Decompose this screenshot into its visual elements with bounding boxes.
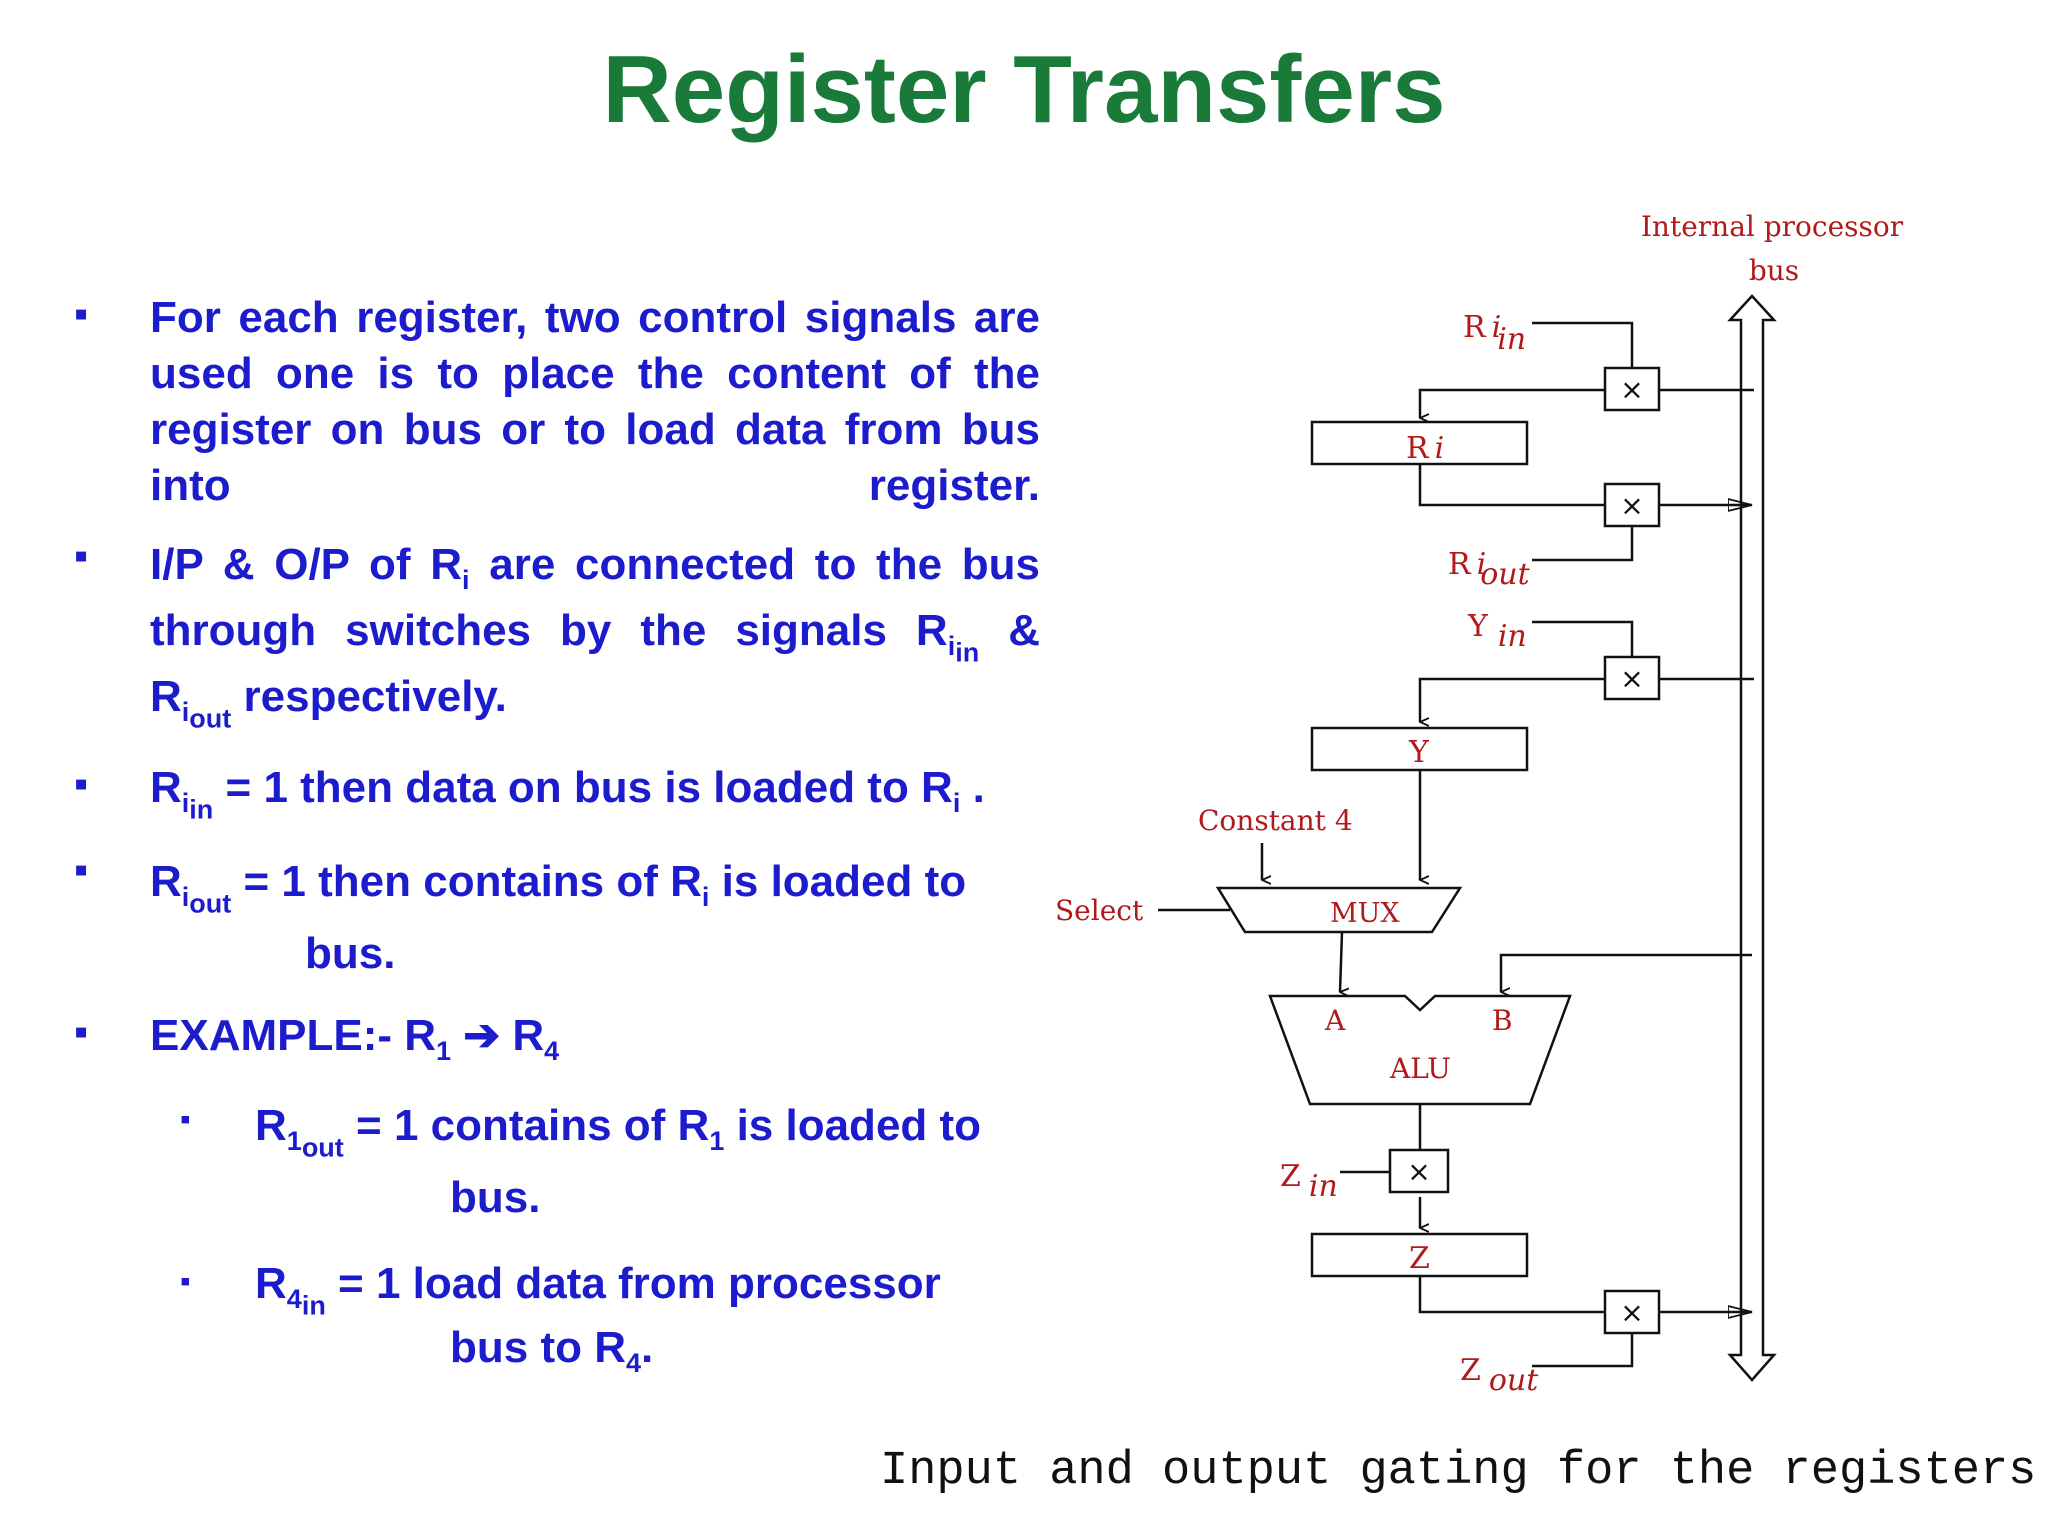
mux-label: MUX xyxy=(1330,898,1400,929)
switch-icon: × xyxy=(1407,1155,1430,1188)
switch-box xyxy=(1603,1289,1661,1335)
page-title: Register Transfers xyxy=(602,36,1446,143)
bullet-text: Riin = 1 then data on bus is loaded to R… xyxy=(150,763,985,825)
list-item: ▪ Riin = 1 then data on bus is loaded to… xyxy=(70,760,1040,825)
bullet-text: EXAMPLE:- R1 ➔ R4 xyxy=(150,1011,560,1066)
alu-b-label: B xyxy=(1492,1004,1513,1037)
bullet-icon: ▪ xyxy=(74,1010,89,1054)
list-item: ▪ R1out = 1 contains of R1 is loaded to … xyxy=(70,1090,1040,1234)
switch-box xyxy=(1603,482,1661,528)
switch-box xyxy=(1603,655,1661,701)
alu-a-label: A xyxy=(1324,1004,1346,1037)
list-item: ▪ EXAMPLE:- R1 ➔ R4 xyxy=(70,1008,1040,1064)
bullet-icon: ▪ xyxy=(74,292,89,336)
mux-block xyxy=(1215,886,1463,934)
ri-register xyxy=(1310,420,1529,466)
bullet-icon: ▪ xyxy=(180,1265,191,1298)
bus-arrow xyxy=(1727,294,1777,1382)
alu-label: ALU xyxy=(1389,1052,1451,1085)
list-item: ▪ For each register, two control signals… xyxy=(70,290,1040,514)
switch-icon: × xyxy=(1620,489,1643,522)
bullet-list: ▪ For each register, two control signals… xyxy=(70,290,1040,1398)
switch-box xyxy=(1388,1148,1450,1194)
bullet-text: I/P & O/P of Ri are connected to the bus… xyxy=(150,540,1041,668)
y-register-label: Y xyxy=(1408,735,1430,770)
bullet-text: R1out = 1 contains of R1 is loaded to bu… xyxy=(255,1101,982,1222)
switch-box xyxy=(1603,366,1661,412)
bullet-text: Riout respectively. xyxy=(150,672,507,734)
z-register-label: Z xyxy=(1409,1241,1430,1276)
bus-label: Internal processor xyxy=(1641,210,1904,243)
bullet-icon: ▪ xyxy=(74,762,89,806)
bullet-icon: ▪ xyxy=(180,1103,191,1136)
figure-caption: Input and output gating for the register… xyxy=(880,1445,2037,1498)
constant-label: Constant 4 xyxy=(1198,804,1353,837)
switch-icon: × xyxy=(1620,1296,1643,1329)
bullet-icon: ▪ xyxy=(74,848,89,892)
bullet-text: Riout = 1 then contains of Ri is loaded … xyxy=(150,857,967,978)
switch-icon: × xyxy=(1620,373,1643,406)
list-item: ▪ R4in = 1 load data from processor bus … xyxy=(70,1252,1040,1380)
alu-block xyxy=(1268,994,1572,1106)
list-item: ▪ I/P & O/P of Ri are connected to the b… xyxy=(70,532,1041,734)
bullet-text: R4in = 1 load data from processor bus to… xyxy=(255,1259,941,1378)
select-label: Select xyxy=(1055,894,1144,927)
bus-label: bus xyxy=(1749,254,1799,287)
bullet-icon: ▪ xyxy=(74,534,89,578)
bullet-text: For each register, two control signals a… xyxy=(150,293,1040,510)
z-register xyxy=(1310,1232,1529,1278)
list-item: ▪ Riout = 1 then contains of Ri is loade… xyxy=(70,846,1040,990)
switch-icon: × xyxy=(1620,662,1643,695)
